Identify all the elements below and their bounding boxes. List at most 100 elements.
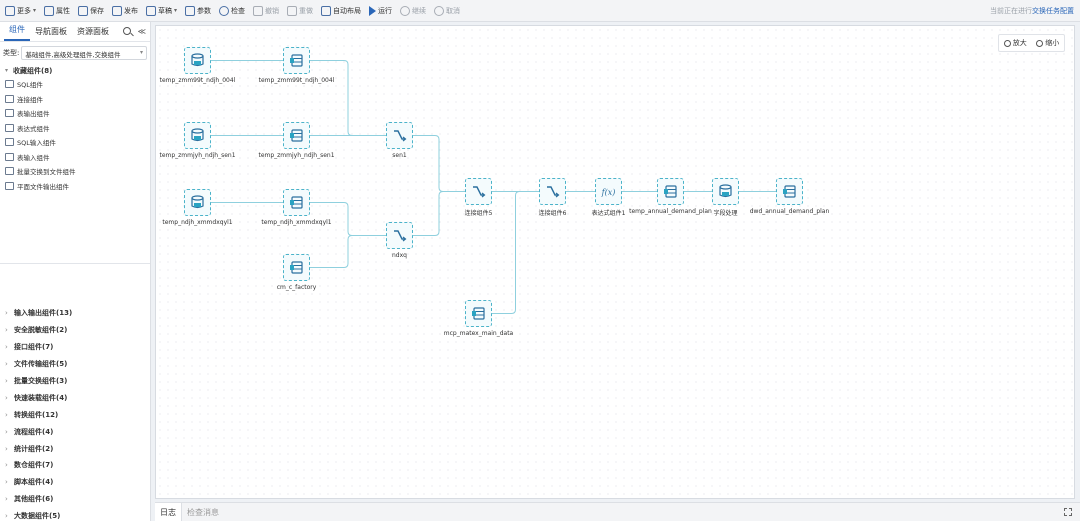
table-icon (289, 260, 304, 275)
run-button[interactable]: 运行 (366, 2, 395, 20)
flow-node[interactable] (657, 178, 684, 205)
flow-node[interactable] (465, 300, 492, 327)
fav-item[interactable]: 批量交换到文件组件 (0, 164, 150, 179)
flow-node-label: 连接组件5 (464, 210, 493, 217)
flow-node[interactable] (184, 122, 211, 149)
fav-group-header[interactable]: ▾收藏组件(8) (5, 66, 53, 75)
tab-components[interactable]: 组件 (4, 24, 30, 41)
check-button[interactable]: 检查 (216, 2, 248, 20)
tab-check-messages[interactable]: 检查消息 (187, 507, 219, 517)
search-icon[interactable] (122, 27, 131, 35)
flow-node-label: ndxq (392, 252, 407, 259)
category-list: ›输入输出组件(13)›安全脱敏组件(2)›接口组件(7)›文件传输组件(5)›… (0, 305, 150, 521)
category-item[interactable]: ›安全脱敏组件(2) (0, 322, 150, 339)
chevron-right-icon: › (5, 427, 8, 436)
category-label: 数仓组件(7) (14, 461, 54, 470)
fav-item[interactable]: 表输入组件 (0, 150, 150, 165)
category-item[interactable]: ›大数据组件(5) (0, 508, 150, 521)
chevron-down-icon: ▾ (139, 49, 143, 56)
save-button[interactable]: 保存 (75, 2, 107, 20)
fav-item[interactable]: 表达式组件 (0, 121, 150, 136)
category-label: 转换组件(12) (14, 410, 59, 419)
undo-button[interactable]: 撤销 (250, 2, 282, 20)
fav-item[interactable]: 表输出组件 (0, 106, 150, 121)
flow-node[interactable] (283, 122, 310, 149)
flow-node[interactable] (184, 189, 211, 216)
auto-layout-button[interactable]: 自动布局 (318, 2, 364, 20)
flow-node[interactable] (283, 47, 310, 74)
category-label: 批量交换组件(3) (14, 377, 68, 385)
tab-resources[interactable]: 资源面板 (77, 27, 109, 36)
category-item[interactable]: › 输入输出组件(13) (0, 305, 150, 322)
flow-node[interactable] (283, 254, 310, 281)
category-item[interactable]: ›快速装载组件(4) (0, 389, 150, 406)
chevron-right-icon: › (5, 343, 8, 352)
tab-navigation[interactable]: 导航面板 (35, 27, 67, 36)
category-item[interactable]: › 转换组件(12) (0, 406, 150, 423)
category-label: 其他组件(6) (14, 495, 54, 504)
flow-edge (413, 135, 465, 192)
flow-node[interactable] (283, 189, 310, 216)
task-config-link[interactable]: 交换任务配置 (1032, 7, 1074, 15)
category-item[interactable]: › 文件传输组件(5) (0, 356, 150, 373)
flow-node[interactable] (465, 178, 492, 205)
flow-node[interactable] (386, 122, 413, 149)
fav-item[interactable]: SQL组件 (0, 77, 150, 92)
draft-button[interactable]: 草稿▾ (143, 2, 180, 20)
chevron-right-icon: › (5, 309, 8, 318)
flow-node[interactable] (712, 178, 739, 205)
expand-icon[interactable] (1064, 508, 1072, 516)
category-label: 统计组件(2) (14, 444, 54, 453)
category-item[interactable]: ›数仓组件(7) (0, 457, 150, 474)
zoom-in-button[interactable]: 放大 (1003, 38, 1027, 48)
fav-item-label: 批量交换到文件组件 (17, 168, 76, 177)
params-button[interactable]: 参数 (182, 2, 214, 20)
category-item[interactable]: › 接口组件(7) (0, 339, 150, 356)
menu-icon (5, 5, 15, 16)
flow-node[interactable]: f(x) (595, 178, 622, 205)
flow-node[interactable] (184, 47, 211, 74)
category-item[interactable]: ›其他组件(6) (0, 491, 150, 508)
category-item[interactable]: ›流程组件(4) (0, 423, 150, 440)
flow-node[interactable] (776, 178, 803, 205)
table-icon (289, 53, 304, 68)
database-icon (718, 184, 733, 199)
collapse-panel-icon[interactable]: ≪ (137, 27, 146, 36)
category-item[interactable]: ›批量交换组件(3) (0, 373, 150, 390)
continue-button[interactable]: 继续 (397, 2, 429, 20)
fav-item-label: 表输入组件 (17, 153, 50, 162)
flow-node[interactable] (386, 222, 413, 249)
category-label: 文件传输组件(5) (14, 360, 68, 369)
flow-node-label: sen1 (392, 152, 407, 159)
zoom-out-button[interactable]: 缩小 (1036, 38, 1059, 48)
flow-edge (310, 235, 386, 268)
redo-button[interactable]: 重做 (284, 2, 316, 20)
more-button[interactable]: 更多▾ (2, 2, 39, 20)
database-icon (190, 195, 205, 210)
table-icon (663, 184, 678, 199)
chevron-right-icon: › (5, 410, 8, 419)
cancel-button[interactable]: 取消 (431, 2, 463, 20)
type-select[interactable]: 基础组件,高级处理组件,交换组件▾ (21, 46, 147, 60)
fav-item-label: SQL组件 (17, 81, 43, 90)
category-item[interactable]: ›脚本组件(4) (0, 474, 150, 491)
fav-item-label: 连接组件 (17, 95, 43, 104)
category-label: 输入输出组件(13) (14, 309, 73, 318)
fav-item[interactable]: SQL输入组件 (0, 135, 150, 150)
expression-icon (5, 123, 14, 132)
flow-node[interactable] (539, 178, 566, 205)
category-label: 接口组件(7) (14, 343, 54, 352)
chevron-right-icon: › (5, 360, 8, 369)
publish-button[interactable]: 发布 (109, 2, 141, 20)
type-filter: 类型: 基础组件,高级处理组件,交换组件▾ (0, 42, 150, 64)
fav-item[interactable]: 平面文件输出组件 (0, 179, 150, 194)
flow-node-label: dwd_annual_demand_plan (749, 208, 830, 215)
fav-item[interactable]: 连接组件 (0, 92, 150, 107)
publish-icon (112, 5, 123, 16)
properties-button[interactable]: 属性 (41, 2, 73, 20)
category-item[interactable]: ›统计组件(2) (0, 440, 150, 457)
chevron-down-icon: ▾ (174, 7, 178, 14)
tab-log[interactable]: 日志 (155, 502, 182, 521)
